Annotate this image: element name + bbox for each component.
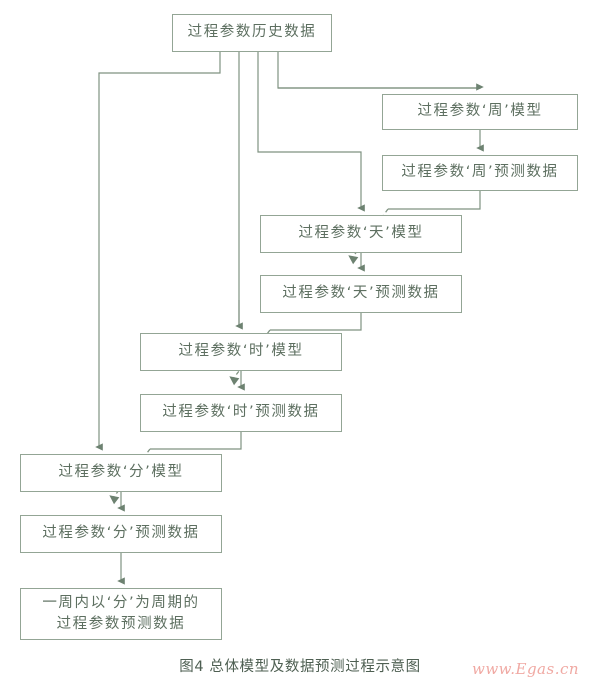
node-final-result[interactable]: 一周内以‘分’为周期的 过程参数预测数据 (20, 588, 222, 640)
node-week-model-label: 过程参数‘周’模型 (417, 103, 543, 120)
figure-caption: 图4 总体模型及数据预测过程示意图 (179, 659, 421, 675)
node-week-model[interactable]: 过程参数‘周’模型 (382, 94, 578, 130)
node-hour-prediction[interactable]: 过程参数‘时’预测数据 (140, 394, 342, 432)
node-hour-model[interactable]: 过程参数‘时’模型 (140, 333, 342, 371)
node-day-model-label: 过程参数‘天’模型 (298, 225, 424, 242)
node-history-label: 过程参数历史数据 (187, 24, 317, 41)
node-day-prediction-label: 过程参数‘天’预测数据 (282, 285, 440, 302)
edge-history-to-hour-model (238, 52, 241, 327)
node-minute-prediction-label: 过程参数‘分’预测数据 (42, 525, 200, 542)
edge-hour-pred-elbow (150, 432, 242, 450)
edge-week-pred-elbow (388, 191, 481, 210)
edge-history-to-minute-model (95, 52, 221, 451)
edge-history-to-week-model-leg (278, 83, 484, 91)
node-hour-model-label: 过程参数‘时’模型 (178, 343, 304, 360)
node-day-prediction[interactable]: 过程参数‘天’预测数据 (260, 275, 462, 313)
node-week-prediction[interactable]: 过程参数‘周’预测数据 (382, 155, 578, 191)
edge-day-pred-elbow (270, 313, 362, 331)
node-week-prediction-label: 过程参数‘周’预测数据 (401, 164, 559, 181)
node-final-result-label: 一周内以‘分’为周期的 过程参数预测数据 (42, 594, 200, 632)
edge-history-to-week-model (277, 52, 481, 89)
edge-history-to-day-model (257, 52, 365, 212)
node-minute-model-label: 过程参数‘分’模型 (58, 464, 184, 481)
site-watermark: www.Egas.cn (472, 660, 580, 678)
node-hour-prediction-label: 过程参数‘时’预测数据 (162, 404, 320, 421)
node-history[interactable]: 过程参数历史数据 (172, 14, 332, 52)
node-minute-prediction[interactable]: 过程参数‘分’预测数据 (20, 515, 222, 553)
node-day-model[interactable]: 过程参数‘天’模型 (260, 215, 462, 253)
node-minute-model[interactable]: 过程参数‘分’模型 (20, 454, 222, 492)
